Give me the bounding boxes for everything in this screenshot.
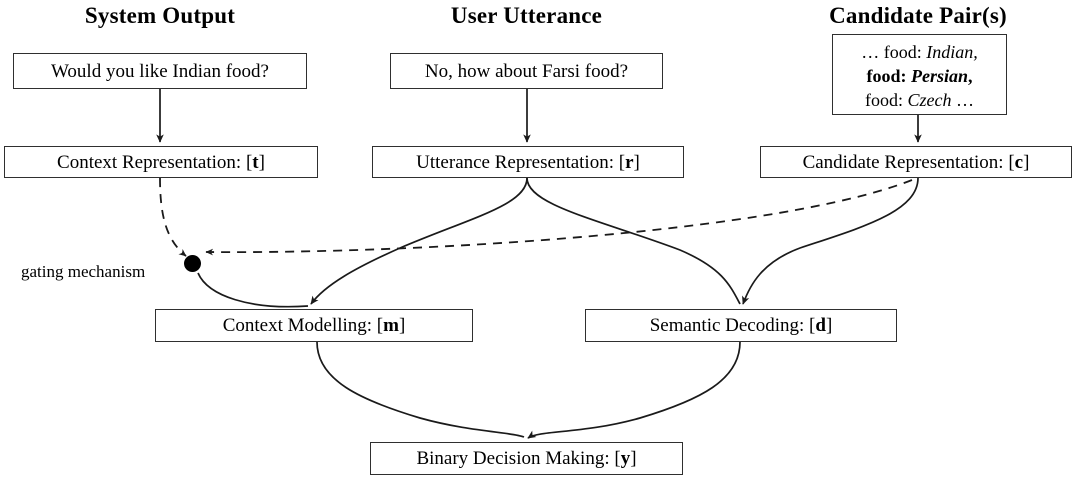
- candidate-line-3: food: Czech …: [845, 88, 994, 112]
- gating-mechanism-dot: [184, 255, 201, 272]
- context-representation-text: Context Representation: [: [57, 151, 253, 173]
- context-modelling-label: Context Modelling: [m]: [223, 314, 406, 337]
- column-header-system-output: System Output: [84, 3, 236, 28]
- semantic-decoding-box: Semantic Decoding: [d]: [585, 309, 897, 342]
- edge-candidaterep-to-gate-dashed: [205, 179, 913, 256]
- edge-utterancerep-to-semanticdecoding: [526, 177, 741, 305]
- user-utterance-box: No, how about Farsi food?: [390, 53, 663, 89]
- candidate-representation-symbol: c: [1014, 151, 1024, 173]
- candidate-representation-text: Candidate Representation: [: [802, 151, 1015, 173]
- candidate-line-3-value: Czech: [907, 90, 952, 110]
- binary-decision-making-symbol: y: [620, 448, 631, 469]
- context-modelling-close: ]: [398, 315, 406, 336]
- binary-decision-making-text: Binary Decision Making: [: [416, 448, 621, 469]
- column-header-user-utterance: User Utterance: [450, 3, 603, 28]
- context-modelling-box: Context Modelling: [m]: [155, 309, 473, 342]
- context-modelling-symbol: m: [383, 315, 399, 336]
- binary-decision-making-box: Binary Decision Making: [y]: [370, 442, 683, 475]
- context-modelling-text: Context Modelling: [: [222, 315, 384, 336]
- candidate-line-1: … food: Indian,: [845, 40, 994, 64]
- semantic-decoding-close: ]: [825, 315, 833, 336]
- user-utterance-text: No, how about Farsi food?: [424, 60, 629, 82]
- binary-decision-making-close: ]: [630, 448, 637, 469]
- system-output-text: Would you like Indian food?: [51, 60, 269, 82]
- semantic-decoding-label: Semantic Decoding: [d]: [650, 314, 833, 337]
- column-header-candidate-pairs: Candidate Pair(s): [829, 3, 1007, 28]
- system-output-box: Would you like Indian food?: [13, 53, 307, 89]
- utterance-representation-box: Utterance Representation: [r]: [372, 146, 684, 178]
- candidate-pairs-box: … food: Indian, food: Persian, food: Cze…: [832, 34, 1007, 115]
- semantic-decoding-text: Semantic Decoding: [: [649, 315, 816, 336]
- context-representation-box: Context Representation: [t]: [4, 146, 318, 178]
- candidate-line-2-suffix: ,: [968, 66, 973, 86]
- candidate-line-3-prefix: food:: [865, 90, 908, 110]
- edge-semanticdecoding-to-binarydecision: [527, 341, 741, 439]
- binary-decision-making-label: Binary Decision Making: [y]: [416, 447, 636, 470]
- edge-candidaterep-to-semanticdecoding: [742, 177, 919, 305]
- candidate-line-2-prefix: food:: [866, 66, 911, 86]
- candidate-line-1-prefix: … food:: [861, 42, 927, 62]
- candidate-representation-label: Candidate Representation: [c]: [803, 151, 1030, 174]
- semantic-decoding-symbol: d: [815, 315, 826, 336]
- edge-contextmodelling-to-binarydecision: [316, 341, 525, 438]
- edge-utterancerep-to-contextmodelling: [310, 177, 528, 305]
- utterance-representation-close: ]: [633, 151, 640, 173]
- candidate-representation-close: ]: [1023, 151, 1030, 173]
- candidate-representation-box: Candidate Representation: [c]: [760, 146, 1072, 178]
- utterance-representation-text: Utterance Representation: [: [416, 151, 626, 173]
- utterance-representation-symbol: r: [625, 151, 634, 173]
- candidate-line-1-value: Indian,: [926, 42, 978, 62]
- utterance-representation-label: Utterance Representation: [r]: [416, 151, 640, 174]
- candidate-line-2: food: Persian,: [845, 64, 994, 88]
- candidate-line-3-suffix: …: [951, 90, 974, 110]
- context-representation-close: ]: [258, 151, 265, 173]
- gating-mechanism-label: gating mechanism: [21, 262, 146, 281]
- context-representation-label: Context Representation: [t]: [57, 151, 265, 174]
- edge-contextrep-to-gate-dashed: [159, 177, 187, 257]
- edge-gate-to-contextmodelling: [197, 272, 309, 308]
- candidate-line-2-value: Persian: [910, 66, 968, 86]
- context-representation-symbol: t: [252, 151, 259, 173]
